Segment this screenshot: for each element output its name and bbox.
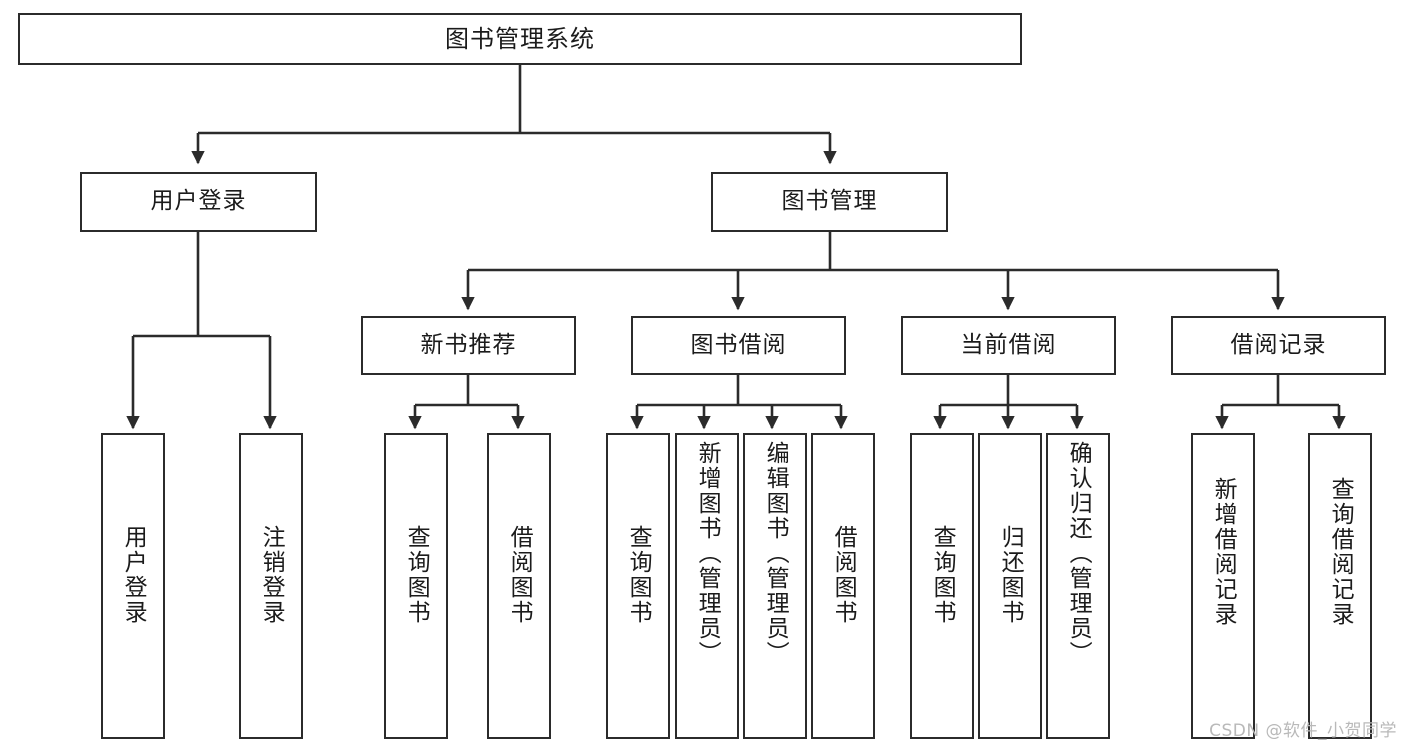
node-label: 借阅图书 — [830, 525, 857, 625]
node-label: 查询借阅记录 — [1327, 477, 1354, 627]
node-label: 借阅图书 — [506, 525, 533, 625]
leaf-add-borrow-record[interactable]: 新增借阅记录 — [1191, 433, 1255, 739]
leaf-confirm-return[interactable]: 确认归还（管理员） — [1046, 433, 1110, 739]
leaf-edit-book[interactable]: 编辑图书（管理员） — [743, 433, 807, 739]
node-label: 图书管理系统 — [445, 24, 595, 53]
leaf-borrow-book-recommend[interactable]: 借阅图书 — [487, 433, 551, 739]
leaf-query-borrow-record[interactable]: 查询借阅记录 — [1308, 433, 1372, 739]
node-book-borrow[interactable]: 图书借阅 — [631, 316, 846, 375]
node-label: 新增借阅记录 — [1210, 477, 1237, 627]
node-borrow-record[interactable]: 借阅记录 — [1171, 316, 1386, 375]
leaf-add-book[interactable]: 新增图书（管理员） — [675, 433, 739, 739]
node-label: 编辑图书（管理员） — [762, 441, 789, 666]
node-label: 图书借阅 — [690, 331, 787, 358]
node-label: 查询图书 — [929, 525, 956, 625]
node-label: 注销登录 — [258, 525, 285, 625]
node-label: 借阅记录 — [1230, 331, 1327, 358]
node-root-book-management-system[interactable]: 图书管理系统 — [18, 13, 1022, 65]
leaf-query-book-recommend[interactable]: 查询图书 — [384, 433, 448, 739]
node-current-borrow[interactable]: 当前借阅 — [901, 316, 1116, 375]
csdn-watermark: CSDN @软件_小贺同学 — [1209, 721, 1397, 741]
node-label: 用户登录 — [120, 525, 147, 625]
node-label: 用户登录 — [150, 188, 247, 215]
node-label: 查询图书 — [625, 525, 652, 625]
leaf-borrow-book-borrow[interactable]: 借阅图书 — [811, 433, 875, 739]
node-label: 当前借阅 — [960, 331, 1057, 358]
leaf-return-book[interactable]: 归还图书 — [978, 433, 1042, 739]
node-user-login[interactable]: 用户登录 — [80, 172, 317, 232]
node-label: 图书管理 — [781, 188, 878, 215]
leaf-query-book-current[interactable]: 查询图书 — [910, 433, 974, 739]
node-label: 确认归还（管理员） — [1065, 441, 1092, 666]
node-label: 新增图书（管理员） — [694, 441, 721, 666]
leaf-user-login[interactable]: 用户登录 — [101, 433, 165, 739]
leaf-query-book-borrow[interactable]: 查询图书 — [606, 433, 670, 739]
node-book-manage[interactable]: 图书管理 — [711, 172, 948, 232]
node-label: 归还图书 — [997, 525, 1024, 625]
leaf-user-logout[interactable]: 注销登录 — [239, 433, 303, 739]
node-label: 查询图书 — [403, 525, 430, 625]
node-new-book-recommend[interactable]: 新书推荐 — [361, 316, 576, 375]
node-label: 新书推荐 — [420, 331, 517, 358]
